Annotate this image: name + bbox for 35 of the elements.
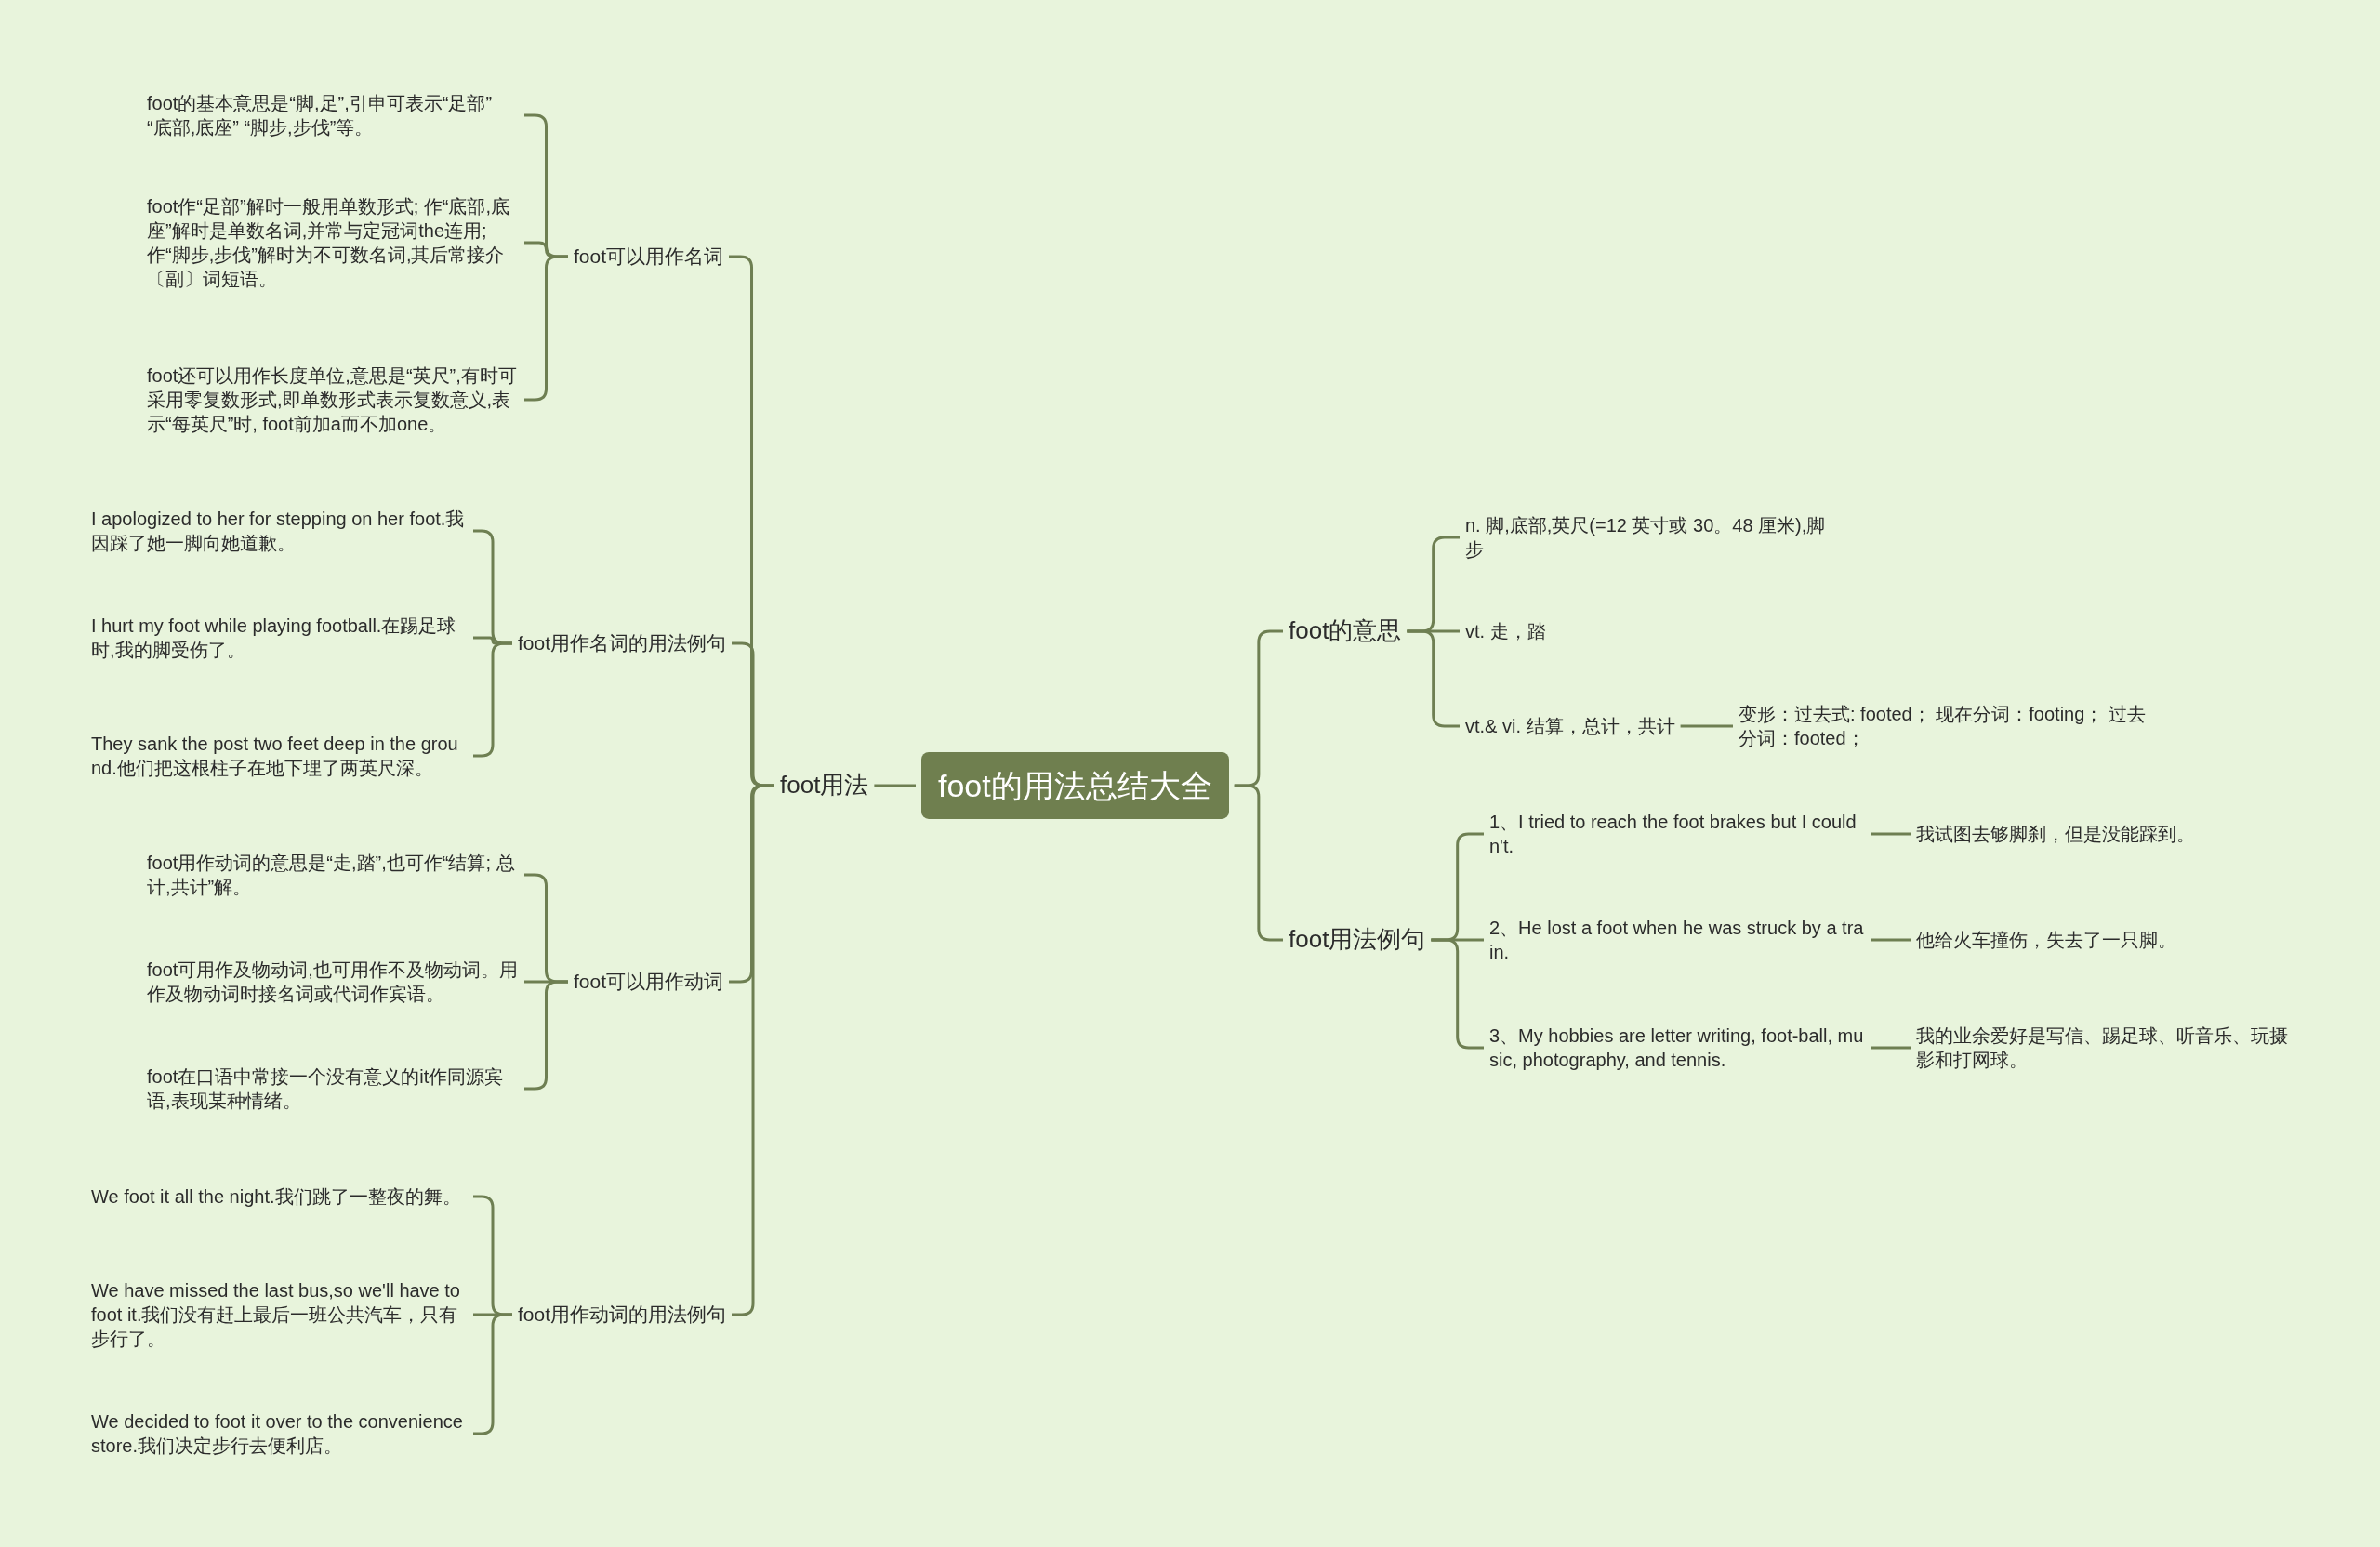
note-text: 1、I tried to reach the foot brakes but I couldn't. (1489, 810, 1866, 858)
topic-label: foot用法 (780, 770, 869, 801)
note-text: They sank the post two feet deep in the ground.他们把这根柱子在地下埋了两英尺深。 (91, 732, 468, 780)
note-text: foot的基本意思是“脚,足”,引申可表示“足部” “底部,底座” “脚步,步伐”等。 (147, 91, 519, 139)
note-text: n. 脚,底部,英尺(=12 英寸或 30。48 厘米),脚步 (1465, 513, 1837, 562)
note-text: We have missed the last bus,so we'll have to foot it.我们没有赶上最后一班公共汽车，只有步行了。 (91, 1278, 468, 1351)
topic-label: foot的意思 (1289, 615, 1402, 647)
note-text: foot用作动词的意思是“走,踏”,也可作“结算; 总计,共计”解。 (147, 851, 519, 899)
note-text: 我试图去够脚刹，但是没能踩到。 (1916, 822, 2195, 846)
note-text: 2、He lost a foot when he was struck by a train. (1489, 916, 1866, 964)
connector-line (1871, 832, 1911, 836)
note-text: foot可用作及物动词,也可用作不及物动词。用作及物动词时接名词或代词作宾语。 (147, 958, 519, 1006)
note-text: foot还可以用作长度单位,意思是“英尺”,有时可采用零复数形式,即单数形式表示复数意义,表示“每英尺”时, foot前加a而不加one。 (147, 364, 519, 436)
connector-line (1871, 1046, 1911, 1050)
topic-label: foot可以用作名词 (574, 244, 724, 270)
topic-label: foot可以用作动词 (574, 969, 724, 995)
note-text: foot在口语中常接一个没有意义的it作同源宾语,表现某种情绪。 (147, 1064, 519, 1113)
topic-label: foot用作名词的用法例句 (518, 630, 727, 656)
note-text: foot作“足部”解时一般用单数形式; 作“底部,底座”解时是单数名词,并常与定冠词the连用; 作“脚步,步伐”解时为不可数名词,其后常接介〔副〕词短语。 (147, 194, 519, 291)
note-text: 我的业余爱好是写信、踢足球、听音乐、玩摄影和打网球。 (1916, 1024, 2297, 1072)
topic-label: foot用法例句 (1289, 924, 1426, 956)
note-text: I apologized to her for stepping on her foot.我因踩了她一脚向她道歉。 (91, 507, 468, 555)
connector-line (1680, 724, 1733, 728)
note-text: 3、My hobbies are letter writing, foot-ball, music, photography, and tennis. (1489, 1024, 1866, 1072)
connector-line (874, 784, 916, 787)
note-text: 他给火车撞伤，失去了一只脚。 (1916, 928, 2176, 952)
note-text: vt. 走，踏 (1465, 619, 1546, 643)
note-text: We decided to foot it over to the convenience store.我们决定步行去便利店。 (91, 1409, 468, 1458)
connector-line (1871, 938, 1911, 942)
note-text: I hurt my foot while playing football.在踢足球时,我的脚受伤了。 (91, 614, 468, 662)
note-text: 变形：过去式: footed； 现在分词：footing； 过去分词：footed； (1739, 702, 2148, 750)
note-text: vt.& vi. 结算，总计，共计 (1465, 714, 1675, 738)
note-text: We foot it all the night.我们跳了一整夜的舞。 (91, 1184, 468, 1209)
topic-label: foot用作动词的用法例句 (518, 1302, 727, 1328)
central-topic: foot的用法总结大全 (921, 751, 1229, 820)
